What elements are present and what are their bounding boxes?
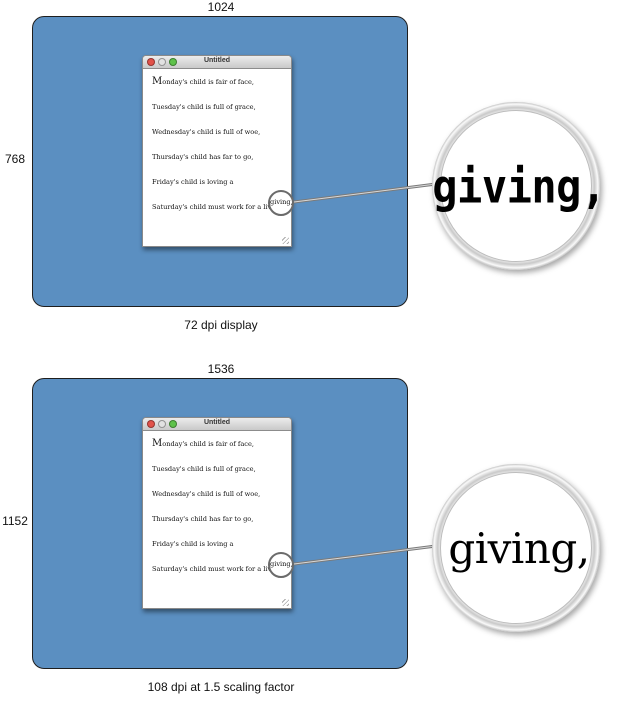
document-window[interactable]: Untitled Monday's child is fair of face,…	[142, 55, 292, 247]
close-button-icon[interactable]	[147, 420, 155, 428]
window-title: Untitled	[203, 57, 231, 64]
zoom-button-icon[interactable]	[169, 420, 177, 428]
display-caption: 108 dpi at 1.5 scaling factor	[147, 680, 295, 694]
zoom-button-icon[interactable]	[169, 58, 177, 66]
magnified-word: giving,	[448, 523, 590, 573]
window-titlebar[interactable]: Untitled	[143, 56, 291, 69]
poem-line: Monday's child is fair of face,	[152, 438, 254, 449]
display-panel-108dpi: 1536 1152 Untitled Monday's child is fai…	[0, 362, 644, 708]
minimize-button-icon[interactable]	[158, 58, 166, 66]
window-title: Untitled	[203, 419, 231, 426]
minimize-button-icon[interactable]	[158, 420, 166, 428]
focus-circle: giving,	[268, 190, 294, 216]
poem-line: Tuesday's child is full of grace,	[152, 465, 256, 473]
magnifier-lens: giving,	[432, 102, 606, 270]
window-titlebar[interactable]: Untitled	[143, 418, 291, 431]
magnifier-lens: giving,	[432, 464, 600, 632]
poem-line: Thursday's child has far to go,	[152, 515, 254, 523]
poem-line: Friday's child is loving a	[152, 178, 234, 186]
document-window[interactable]: Untitled Monday's child is fair of face,…	[142, 417, 292, 609]
poem-text: Monday's child is fair of face, Tuesday'…	[143, 69, 291, 225]
screen-width-label: 1024	[207, 0, 235, 14]
poem-line: Tuesday's child is full of grace,	[152, 103, 256, 111]
poem-line: Thursday's child has far to go,	[152, 153, 254, 161]
magnifier-connector	[293, 182, 437, 204]
magnifier-connector	[293, 544, 437, 566]
close-button-icon[interactable]	[147, 58, 155, 66]
poem-line: Saturday's child must work for a living,	[152, 203, 284, 211]
screen-height-label: 768	[4, 152, 26, 166]
magnifier-view: giving,	[440, 472, 592, 624]
screen-height-label: 1152	[2, 514, 28, 528]
screen-width-label: 1536	[207, 362, 235, 376]
poem-line: Wednesday's child is full of woe,	[152, 128, 261, 136]
magnifier-view: giving,	[432, 110, 606, 262]
magnified-word: giving,	[432, 159, 606, 213]
poem-text: Monday's child is fair of face, Tuesday'…	[143, 431, 291, 587]
poem-line: Friday's child is loving a	[152, 540, 234, 548]
resize-grip-icon[interactable]	[282, 599, 289, 606]
poem-line: Wednesday's child is full of woe,	[152, 490, 261, 498]
poem-line: Saturday's child must work for a living,	[152, 565, 284, 573]
display-panel-72dpi: 1024 768 Untitled Monday's child is fair…	[0, 0, 644, 346]
focus-circle: giving,	[268, 552, 294, 578]
poem-line: Monday's child is fair of face,	[152, 76, 254, 87]
resize-grip-icon[interactable]	[282, 237, 289, 244]
display-caption: 72 dpi display	[184, 318, 258, 332]
